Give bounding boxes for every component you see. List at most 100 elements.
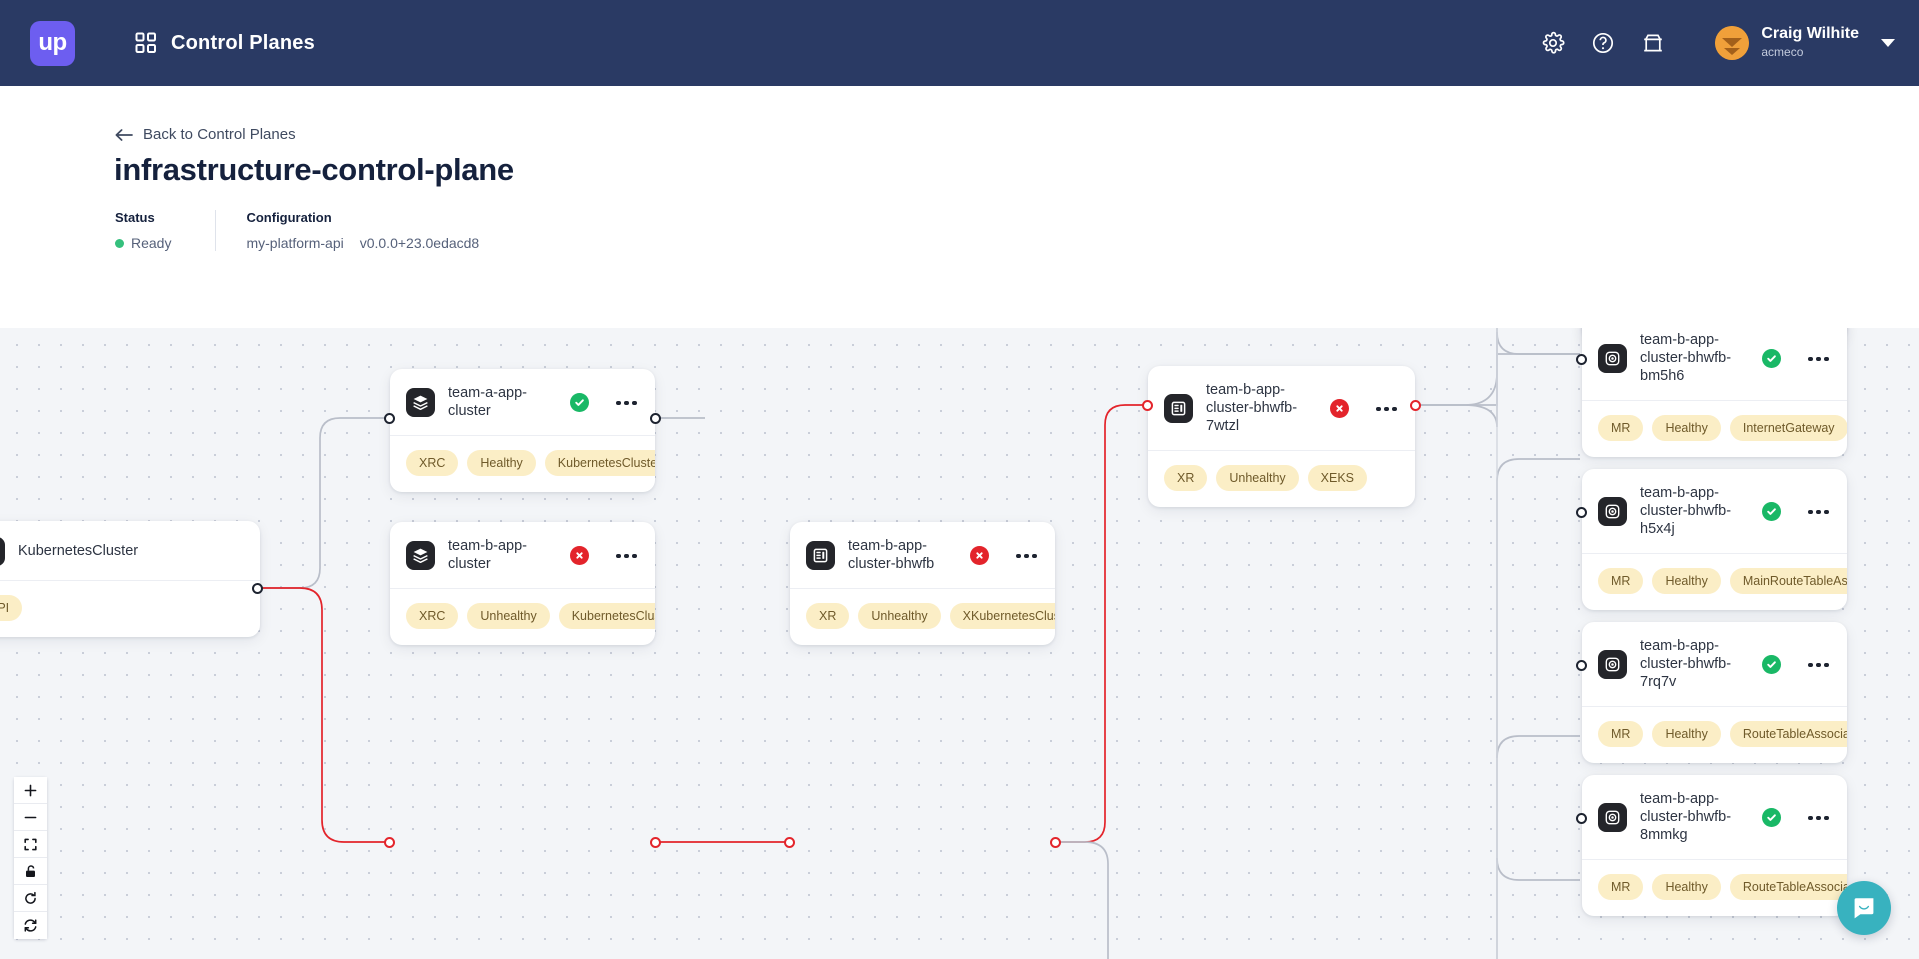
node-port-left-bm5h6[interactable] (1576, 354, 1587, 365)
unlock-icon (23, 864, 38, 879)
minus-icon (23, 810, 38, 825)
control-plane-meta: Status Ready Configuration my-platform-a… (115, 210, 479, 251)
node-header: team-a-app-cluster (390, 369, 655, 435)
tag-type: RouteTableAssociation (1729, 873, 1847, 900)
chat-bubble-icon (1851, 895, 1877, 921)
node-divider (1582, 705, 1847, 707)
configuration-name[interactable]: my-platform-api (246, 235, 344, 251)
node-menu-button[interactable] (1376, 406, 1397, 412)
help-circle-icon[interactable] (1591, 31, 1615, 55)
graph-node-kubernetescluster[interactable]: K KubernetesCluster API (0, 521, 260, 637)
node-tags: MR Healthy RouteTableAssociation (1582, 860, 1847, 916)
tag-health: Healthy (1652, 720, 1721, 747)
node-title: team-b-app-cluster-bhwfb (848, 538, 935, 572)
fit-screen-icon (23, 837, 38, 852)
node-tags: API (0, 581, 260, 637)
sync-button[interactable] (14, 912, 47, 939)
page-header: Back to Control Planes infrastructure-co… (0, 86, 1919, 414)
tag-health: Healthy (467, 449, 536, 476)
graph-node-team-b-app-cluster-bhwfb-7wtzl[interactable]: team-b-app-cluster-bhwfb-7wtzl XR Unheal… (1148, 366, 1415, 507)
status-unhealthy-icon (970, 546, 990, 566)
plus-icon (23, 783, 38, 798)
graph-node-team-b-app-cluster[interactable]: team-b-app-cluster XRC Unhealthy Kuberne… (390, 522, 655, 645)
graph-node-team-b-app-cluster-bhwfb-bm5h6[interactable]: team-b-app-cluster-bhwfb-bm5h6 MR Health… (1582, 328, 1847, 457)
node-port-left-7wtzl[interactable] (1142, 400, 1153, 411)
tag-kind: XR (1164, 464, 1208, 491)
node-menu-button[interactable] (1808, 662, 1829, 668)
back-link-label: Back to Control Planes (143, 126, 296, 143)
reset-layout-button[interactable] (14, 885, 47, 912)
upbound-logo[interactable]: up (30, 20, 75, 66)
graph-node-team-b-app-cluster-bhwfb-8mmkg[interactable]: team-b-app-cluster-bhwfb-8mmkg MR Health… (1582, 775, 1847, 916)
resource-graph-canvas[interactable]: K KubernetesCluster API team-a-app-clust… (0, 328, 1919, 959)
node-menu-button[interactable] (616, 400, 637, 406)
node-port-right-kubernetescluster[interactable] (252, 583, 263, 594)
node-port-right-bhwfb[interactable] (1050, 837, 1061, 848)
tag-health: Healthy (1652, 414, 1721, 441)
node-port-left-team-a-app-cluster[interactable] (384, 413, 395, 424)
tag-kind: XRC (406, 602, 459, 629)
node-port-right-team-b-app-cluster[interactable] (650, 837, 661, 848)
node-menu-button[interactable] (1808, 356, 1829, 362)
tag-type: XKubernetesCluster (949, 602, 1055, 629)
back-to-control-planes-link[interactable]: Back to Control Planes (115, 126, 296, 143)
configuration-version: v0.0.0+23.0edacd8 (359, 235, 480, 251)
tag-health: Unhealthy (858, 602, 941, 629)
zoom-out-button[interactable] (14, 804, 47, 831)
node-menu-button[interactable] (616, 553, 637, 559)
node-menu-button[interactable] (1808, 815, 1829, 821)
node-header: team-b-app-cluster-bhwfb-7rq7v (1582, 622, 1847, 706)
nav-title[interactable]: Control Planes (171, 31, 315, 54)
chevron-down-icon[interactable] (1881, 39, 1895, 47)
node-menu-button[interactable] (1016, 553, 1037, 559)
node-port-left-7rq7v[interactable] (1576, 660, 1587, 671)
layers-icon (406, 388, 435, 418)
node-title: team-b-app-cluster-bhwfb-bm5h6 (1640, 332, 1732, 384)
status-healthy-icon (1762, 349, 1782, 369)
graph-node-team-b-app-cluster-bhwfb[interactable]: team-b-app-cluster-bhwfb XR Unhealthy XK… (790, 522, 1055, 645)
graph-node-team-b-app-cluster-bhwfb-h5x4j[interactable]: team-b-app-cluster-bhwfb-h5x4j MR Health… (1582, 469, 1847, 610)
configuration-block: Configuration my-platform-api v0.0.0+23.… (246, 210, 479, 251)
node-port-left-bhwfb[interactable] (784, 837, 795, 848)
node-header: team-b-app-cluster-bhwfb-7wtzl (1148, 366, 1415, 450)
node-title: team-b-app-cluster-bhwfb-8mmkg (1640, 791, 1732, 843)
node-divider (390, 434, 655, 436)
node-divider (790, 587, 1055, 589)
chat-launcher-button[interactable] (1837, 881, 1891, 935)
zoom-in-button[interactable] (14, 777, 47, 804)
layers-icon (406, 541, 435, 571)
node-divider (1582, 552, 1847, 554)
node-port-left-8mmkg[interactable] (1576, 813, 1587, 824)
node-title: team-b-app-cluster-bhwfb-h5x4j (1640, 485, 1732, 537)
gear-icon[interactable] (1541, 31, 1565, 55)
tag-kind: API (0, 595, 23, 621)
status-block: Status Ready (115, 210, 171, 251)
fit-view-button[interactable] (14, 831, 47, 858)
tag-type: InternetGateway (1729, 414, 1847, 441)
node-menu-button[interactable] (1808, 509, 1829, 515)
toggle-lock-button[interactable] (14, 858, 47, 885)
canvas-controls (14, 777, 47, 939)
user-menu[interactable]: Craig Wilhite acmeco (1715, 25, 1895, 62)
node-tags: XR Unhealthy XKubernetesCluster (790, 589, 1055, 645)
graph-node-team-a-app-cluster[interactable]: team-a-app-cluster XRC Healthy Kubernete… (390, 369, 655, 492)
meta-divider (215, 210, 217, 251)
node-title: team-b-app-cluster-bhwfb-7rq7v (1640, 638, 1732, 690)
refresh-icon (23, 891, 38, 906)
node-header: team-b-app-cluster-bhwfb (790, 522, 1055, 588)
marketplace-icon[interactable] (1641, 31, 1665, 55)
managed-resource-icon (1598, 497, 1627, 527)
node-header: K KubernetesCluster (0, 521, 260, 580)
tag-type: RouteTableAssociation (1729, 720, 1847, 747)
node-port-left-h5x4j[interactable] (1576, 507, 1587, 518)
logo-text: up (38, 29, 67, 56)
tag-kind: XRC (406, 449, 459, 476)
node-header: team-b-app-cluster-bhwfb-bm5h6 (1582, 328, 1847, 400)
node-port-left-team-b-app-cluster[interactable] (384, 837, 395, 848)
status-badge: Ready (115, 235, 171, 251)
graph-node-team-b-app-cluster-bhwfb-7rq7v[interactable]: team-b-app-cluster-bhwfb-7rq7v MR Health… (1582, 622, 1847, 763)
node-port-right-7wtzl[interactable] (1410, 400, 1421, 411)
node-port-right-team-a-app-cluster[interactable] (650, 413, 661, 424)
node-divider (1148, 449, 1415, 451)
tag-kind: MR (1598, 720, 1644, 747)
